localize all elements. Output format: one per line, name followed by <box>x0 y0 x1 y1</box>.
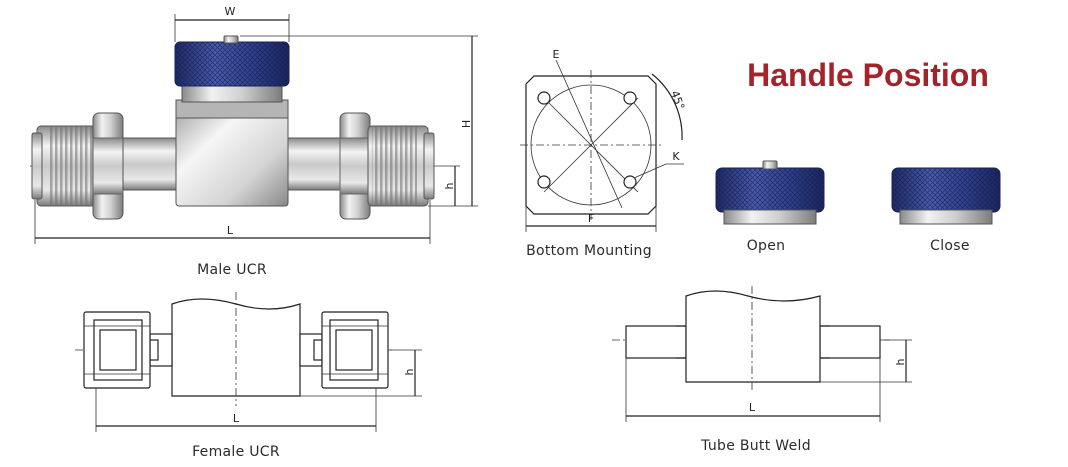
e-dimension-line <box>555 59 623 209</box>
h-lower-label: h <box>443 182 456 189</box>
angle-label: 45° <box>668 89 687 112</box>
angle-arc <box>651 73 683 141</box>
tbw-body-outline <box>685 290 821 383</box>
female-ucr-caption: Female UCR <box>192 444 280 460</box>
right-thread-pattern <box>372 126 417 206</box>
left-thread-pattern <box>48 126 93 206</box>
female-l-label: L <box>233 412 240 425</box>
mounting-hole-tr <box>623 91 637 105</box>
left-hex-face <box>92 137 124 195</box>
handle-knurl <box>175 42 289 86</box>
k-label: K <box>672 150 680 163</box>
mounting-hole-bl <box>537 175 551 189</box>
handle-close-illustration: Close <box>891 167 1001 254</box>
open-indicator-pin <box>762 160 778 170</box>
mounting-hole-br <box>623 175 637 189</box>
right-hex-face <box>339 137 371 195</box>
tbw-l-label: L <box>749 401 756 414</box>
handle-open-illustration: Open <box>715 160 825 254</box>
w-label: W <box>225 5 236 18</box>
h-upper-label: H <box>460 120 473 128</box>
left-tube <box>122 137 179 191</box>
mounting-hole-tl <box>537 91 551 105</box>
handle-indicator-pin <box>223 35 239 44</box>
left-thread-tip <box>31 132 43 200</box>
tbw-h-label: h <box>894 358 907 365</box>
e-label: E <box>553 48 560 61</box>
tbw-right-tube <box>819 325 881 359</box>
l-label: L <box>227 224 234 237</box>
close-stem <box>899 209 993 225</box>
right-tube <box>287 137 344 191</box>
valve-bonnet <box>181 83 283 103</box>
valve-body-top <box>175 99 289 119</box>
tube-butt-weld-drawing: h L Tube Butt Weld <box>612 286 912 454</box>
bottom-mounting-caption: Bottom Mounting <box>526 243 652 259</box>
open-caption: Open <box>747 238 786 254</box>
close-caption: Close <box>930 238 970 254</box>
handle-position-title: Handle Position <box>747 57 989 93</box>
male-ucr-drawing: W H h L Male UCR <box>30 5 478 278</box>
right-thread-tip <box>423 132 435 200</box>
tube-butt-weld-caption: Tube Butt Weld <box>700 438 811 454</box>
open-stem <box>723 209 817 225</box>
bottom-mounting-drawing: E 45° K F Bottom Mounting <box>520 48 687 259</box>
male-ucr-caption: Male UCR <box>197 262 267 278</box>
f-label: F <box>588 212 594 225</box>
female-h-label: h <box>403 368 416 375</box>
tbw-left-tube <box>625 325 687 359</box>
female-ucr-drawing: h L Female UCR <box>75 292 422 460</box>
